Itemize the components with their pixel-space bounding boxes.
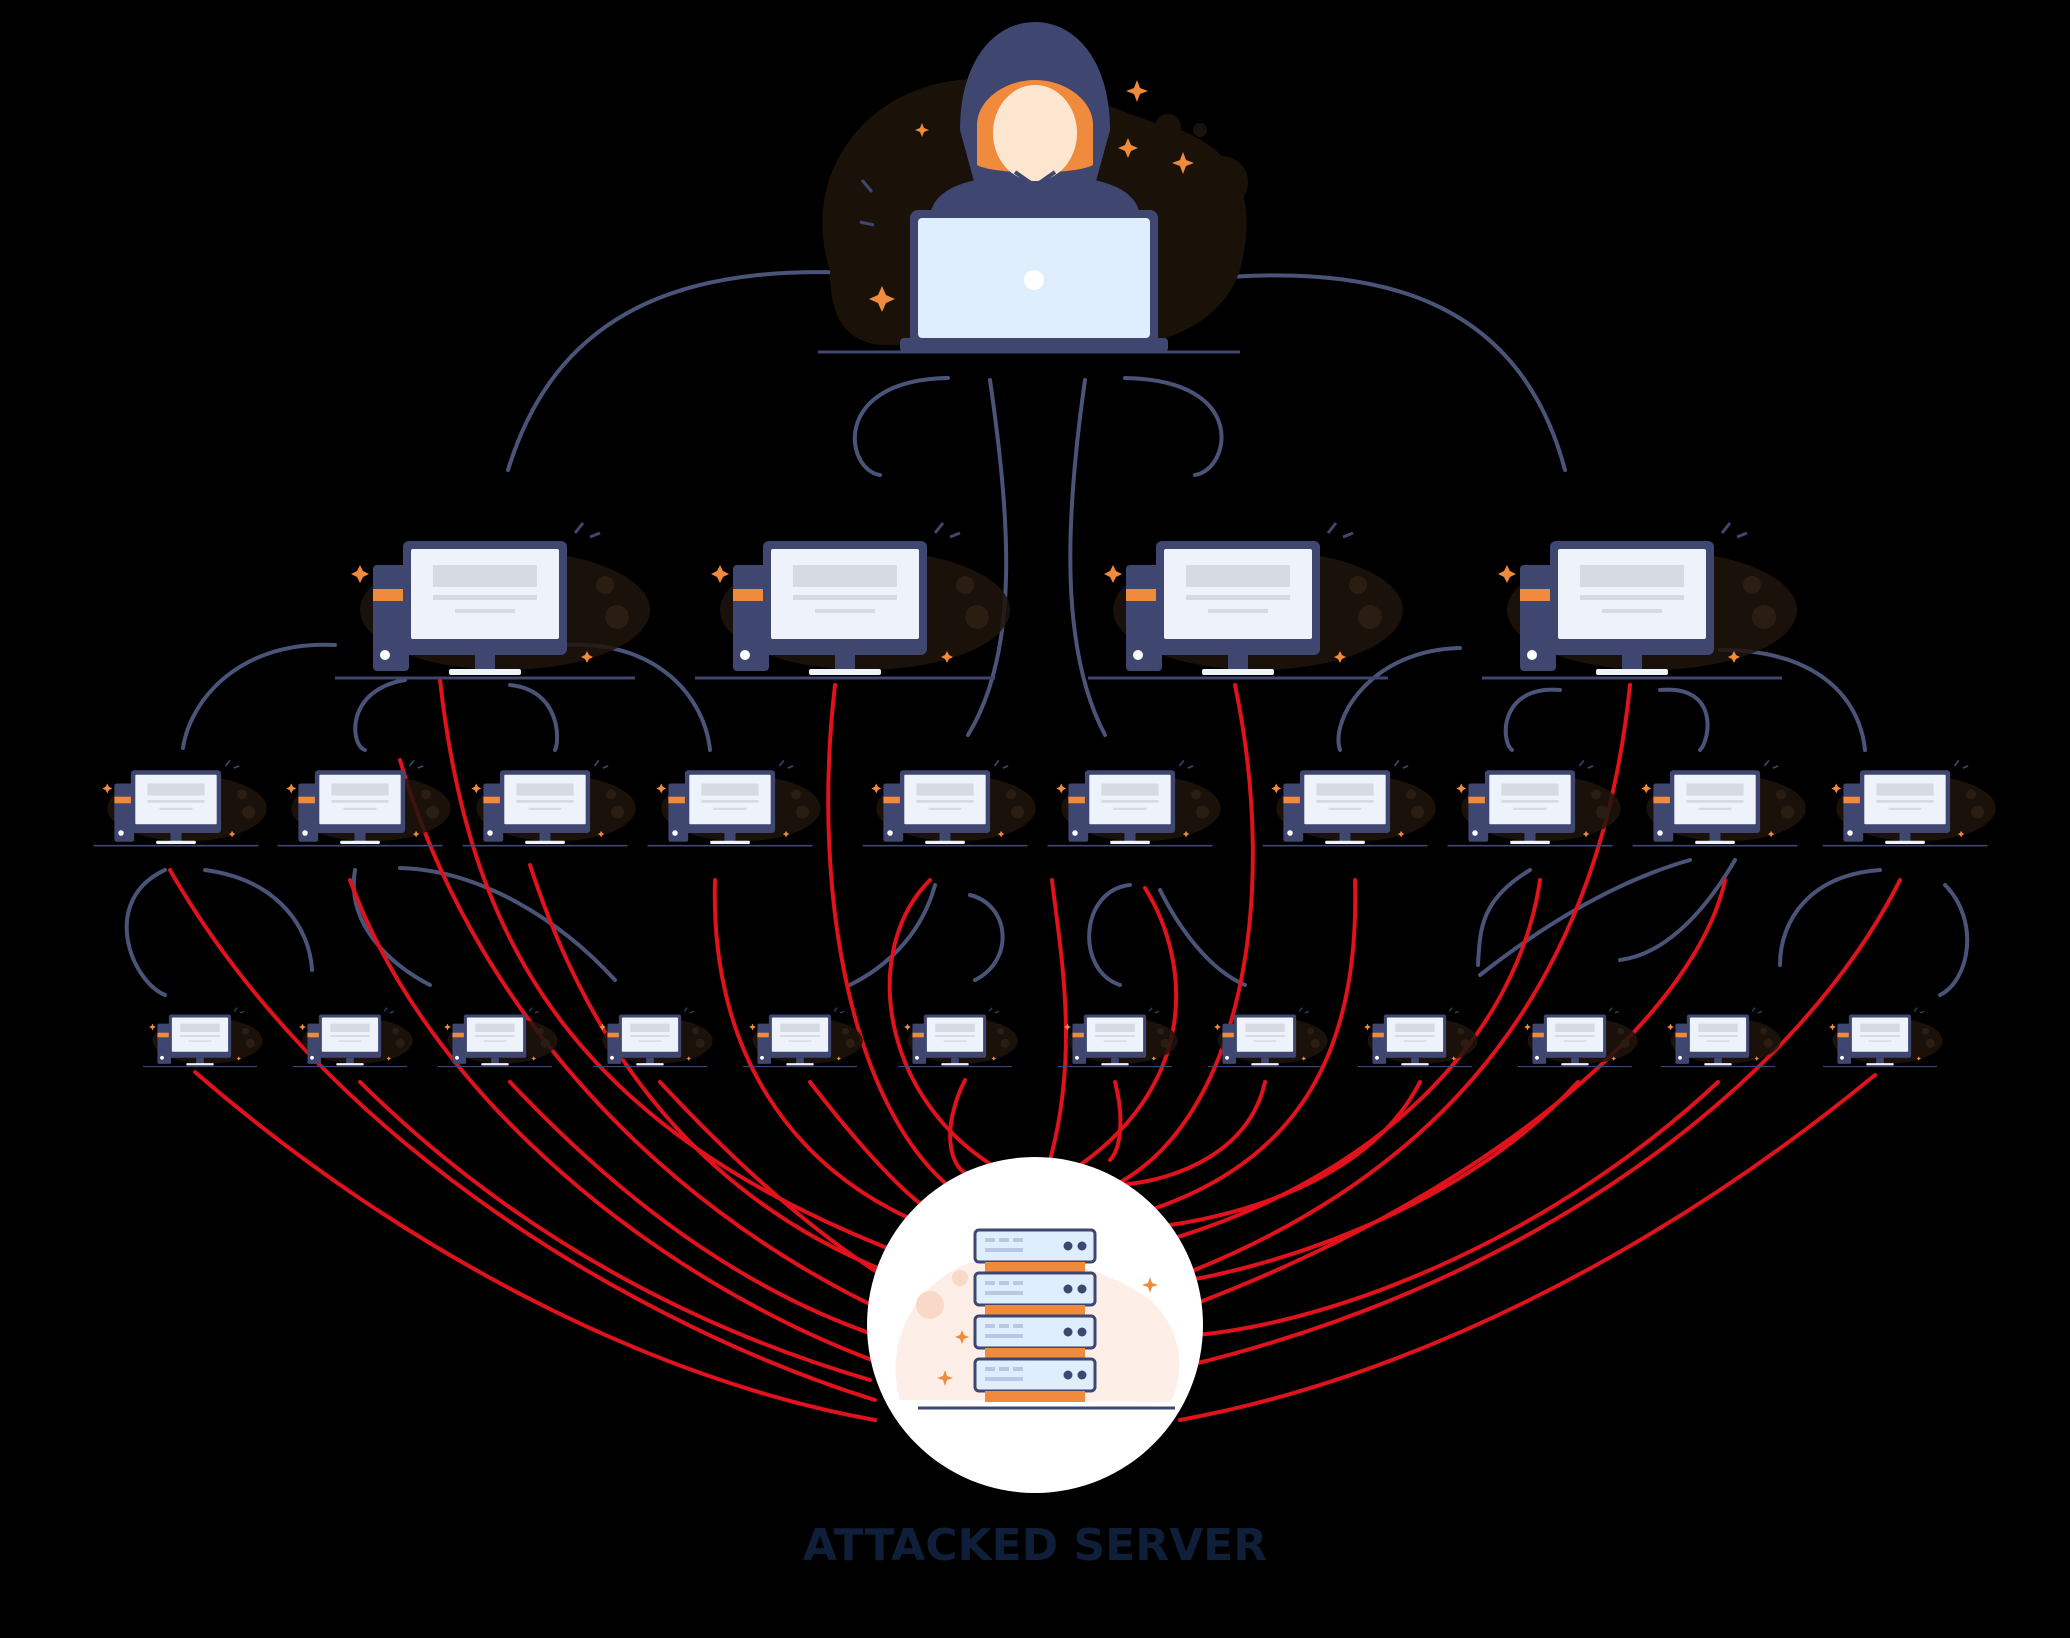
botnet-link-5: [966, 378, 1009, 737]
diagram-caption: ATTACKED SERVER: [803, 1520, 1267, 1571]
desktop-computer-icon-row2-10: [1821, 759, 1997, 847]
attack-link-18: [712, 878, 927, 1227]
botnet-link-26: [1778, 868, 1882, 967]
botnet-link-21: [1087, 883, 1132, 987]
desktop-computer-icon-row3-1: [142, 1007, 264, 1068]
desktop-computer-icon-row2-9: [1631, 759, 1807, 847]
botnet-computers: [92, 521, 1997, 1068]
botnet-link-19: [848, 883, 937, 987]
attack-link-6: [948, 1078, 972, 1177]
server-unit: [973, 1228, 1097, 1273]
attack-link-17: [438, 678, 907, 1257]
desktop-computer-icon-row3-6: [897, 1007, 1019, 1068]
botnet-link-12: [1503, 687, 1562, 752]
attack-link-24: [1148, 878, 1358, 1212]
attack-link-13: [168, 868, 877, 1402]
server-unit: [973, 1271, 1097, 1316]
attack-link-2: [358, 1080, 872, 1382]
botnet-link-25: [1618, 858, 1737, 962]
desktop-computer-icon-row2-8: [1446, 759, 1622, 847]
botnet-link-23: [1476, 868, 1532, 967]
attack-link-19: [826, 683, 962, 1197]
desktop-computer-icon-row1-1: [333, 521, 652, 680]
desktop-computer-icon-row1-4: [1480, 521, 1799, 680]
desktop-computer-icon-row2-4: [646, 759, 822, 847]
desktop-computer-icon-row2-6: [1046, 759, 1222, 847]
botnet-links: [124, 270, 1970, 997]
desktop-computer-icon-row2-7: [1261, 759, 1437, 847]
desktop-computer-icon-row1-3: [1086, 521, 1405, 680]
attack-link-20: [887, 878, 1002, 1172]
desktop-computer-icon-row3-10: [1517, 1007, 1639, 1068]
botnet-link-4: [1123, 376, 1224, 477]
desktop-computer-icon-row3-12: [1822, 1007, 1944, 1068]
desktop-computer-icon-row3-11: [1660, 1007, 1782, 1068]
attack-link-27: [1190, 878, 1727, 1307]
botnet-link-6: [1068, 378, 1107, 737]
attack-link-23: [1113, 683, 1255, 1187]
hacker-attacker-icon: [818, 22, 1248, 354]
attack-link-8: [1118, 1080, 1267, 1187]
attack-link-25: [1166, 878, 1542, 1242]
attack-link-21: [1048, 878, 1068, 1162]
desktop-computer-icon-row3-4: [592, 1007, 714, 1068]
desktop-computer-icon-row2-1: [92, 759, 268, 847]
attack-link-9: [1168, 1080, 1422, 1227]
botnet-link-15: [124, 868, 167, 997]
botnet-link-18: [398, 866, 617, 982]
desktop-computer-icon-row3-3: [437, 1007, 559, 1068]
botnet-link-16: [203, 868, 314, 972]
attacked-server-node: [867, 1157, 1203, 1493]
attack-link-4: [658, 1080, 892, 1282]
desktop-computer-icon-row3-8: [1207, 1007, 1329, 1068]
attack-link-11: [1195, 1080, 1720, 1337]
attack-link-10: [1188, 1080, 1580, 1282]
attack-traffic: [168, 678, 1902, 1422]
server-unit: [973, 1314, 1097, 1359]
botnet-link-9: [508, 683, 560, 752]
attack-link-15: [398, 758, 884, 1312]
botnet-link-3: [853, 376, 950, 477]
botnet-link-22: [1158, 888, 1247, 987]
botnet-link-27: [1938, 883, 1970, 997]
attack-link-5: [808, 1080, 942, 1217]
botnet-link-20: [968, 893, 1005, 982]
desktop-computer-icon-row2-5: [861, 759, 1037, 847]
botnet-link-1: [506, 270, 889, 472]
desktop-computer-icon-row1-2: [693, 521, 1012, 680]
server-rack-icon: [973, 1228, 1097, 1402]
botnet-link-24: [1478, 858, 1692, 977]
desktop-computer-icon-row2-3: [461, 759, 637, 847]
desktop-computer-icon-row3-7: [1057, 1007, 1179, 1068]
attack-link-22: [1078, 886, 1179, 1167]
botnet-link-14: [1718, 648, 1867, 752]
attack-link-7: [1108, 1080, 1123, 1162]
attack-link-1: [193, 1070, 877, 1422]
desktop-computer-icon-row3-5: [742, 1007, 864, 1068]
attack-link-14: [348, 878, 874, 1362]
botnet-link-11: [1336, 646, 1462, 752]
attack-link-3: [508, 1080, 877, 1337]
botnet-link-13: [1658, 687, 1710, 752]
server-unit: [973, 1357, 1097, 1402]
botnet-link-8: [353, 678, 407, 752]
attack-link-12: [1178, 1073, 1877, 1422]
desktop-computer-icon-row3-2: [292, 1007, 414, 1068]
attack-link-28: [1188, 878, 1902, 1367]
botnet-link-7: [181, 642, 337, 750]
attack-link-16: [528, 863, 897, 1277]
botnet-link-2: [1193, 273, 1567, 472]
